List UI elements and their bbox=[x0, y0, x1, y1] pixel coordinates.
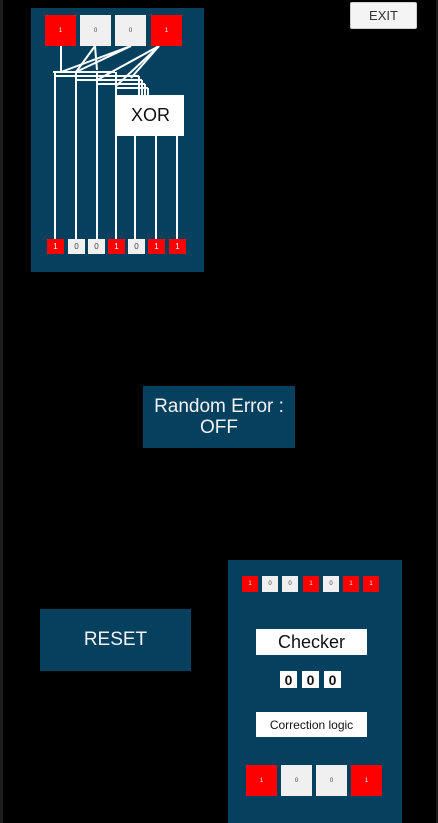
received-bit-7[interactable]: 1 bbox=[363, 576, 379, 592]
encoder-output-bit-6: 1 bbox=[148, 239, 165, 254]
received-bit-2[interactable]: 0 bbox=[262, 576, 278, 592]
encoder-wiring bbox=[53, 45, 178, 241]
received-bit-3[interactable]: 0 bbox=[282, 576, 298, 592]
encoder-output-bit-1: 1 bbox=[47, 239, 64, 254]
received-bit-5[interactable]: 0 bbox=[323, 576, 339, 592]
received-bit-6[interactable]: 1 bbox=[343, 576, 359, 592]
reset-button[interactable]: RESET bbox=[40, 609, 191, 671]
checker-label: Checker bbox=[256, 629, 367, 655]
received-bit-4[interactable]: 1 bbox=[303, 576, 319, 592]
encoder-input-bit-4[interactable]: 1 bbox=[151, 15, 182, 46]
decoded-bit-4: 1 bbox=[351, 765, 382, 796]
decoded-bit-1: 1 bbox=[246, 765, 277, 796]
syndrome-bit-3: 0 bbox=[324, 671, 341, 688]
encoder-output-bit-7: 1 bbox=[169, 239, 186, 254]
encoder-input-bit-1[interactable]: 1 bbox=[45, 15, 76, 46]
decoder-panel: 1 0 0 1 0 1 1 Checker 0 0 0 Correction l… bbox=[228, 560, 402, 823]
syndrome-bit-2: 0 bbox=[302, 671, 319, 688]
random-error-toggle[interactable]: Random Error : OFF bbox=[143, 386, 295, 448]
received-bit-1[interactable]: 1 bbox=[242, 576, 258, 592]
random-error-state: OFF bbox=[200, 417, 238, 438]
encoder-output-bit-2: 0 bbox=[68, 239, 85, 254]
encoder-output-bit-3: 0 bbox=[88, 239, 105, 254]
right-edge bbox=[436, 0, 438, 823]
encoder-input-bit-3[interactable]: 0 bbox=[115, 15, 146, 46]
random-error-label: Random Error : bbox=[154, 396, 284, 417]
syndrome-bit-1: 0 bbox=[280, 671, 297, 688]
encoder-output-bit-5: 0 bbox=[128, 239, 145, 254]
encoder-output-bit-4: 1 bbox=[108, 239, 125, 254]
encoder-input-bit-2[interactable]: 0 bbox=[80, 15, 111, 46]
correction-logic-label: Correction logic bbox=[256, 712, 367, 737]
exit-button[interactable]: EXIT bbox=[350, 2, 417, 29]
left-edge bbox=[0, 0, 3, 823]
xor-gate: XOR bbox=[117, 95, 184, 136]
decoded-bit-3: 0 bbox=[316, 765, 347, 796]
decoded-bit-2: 0 bbox=[281, 765, 312, 796]
encoder-panel: 1 0 0 1 XOR 1 0 0 1 0 1 1 bbox=[31, 8, 204, 272]
